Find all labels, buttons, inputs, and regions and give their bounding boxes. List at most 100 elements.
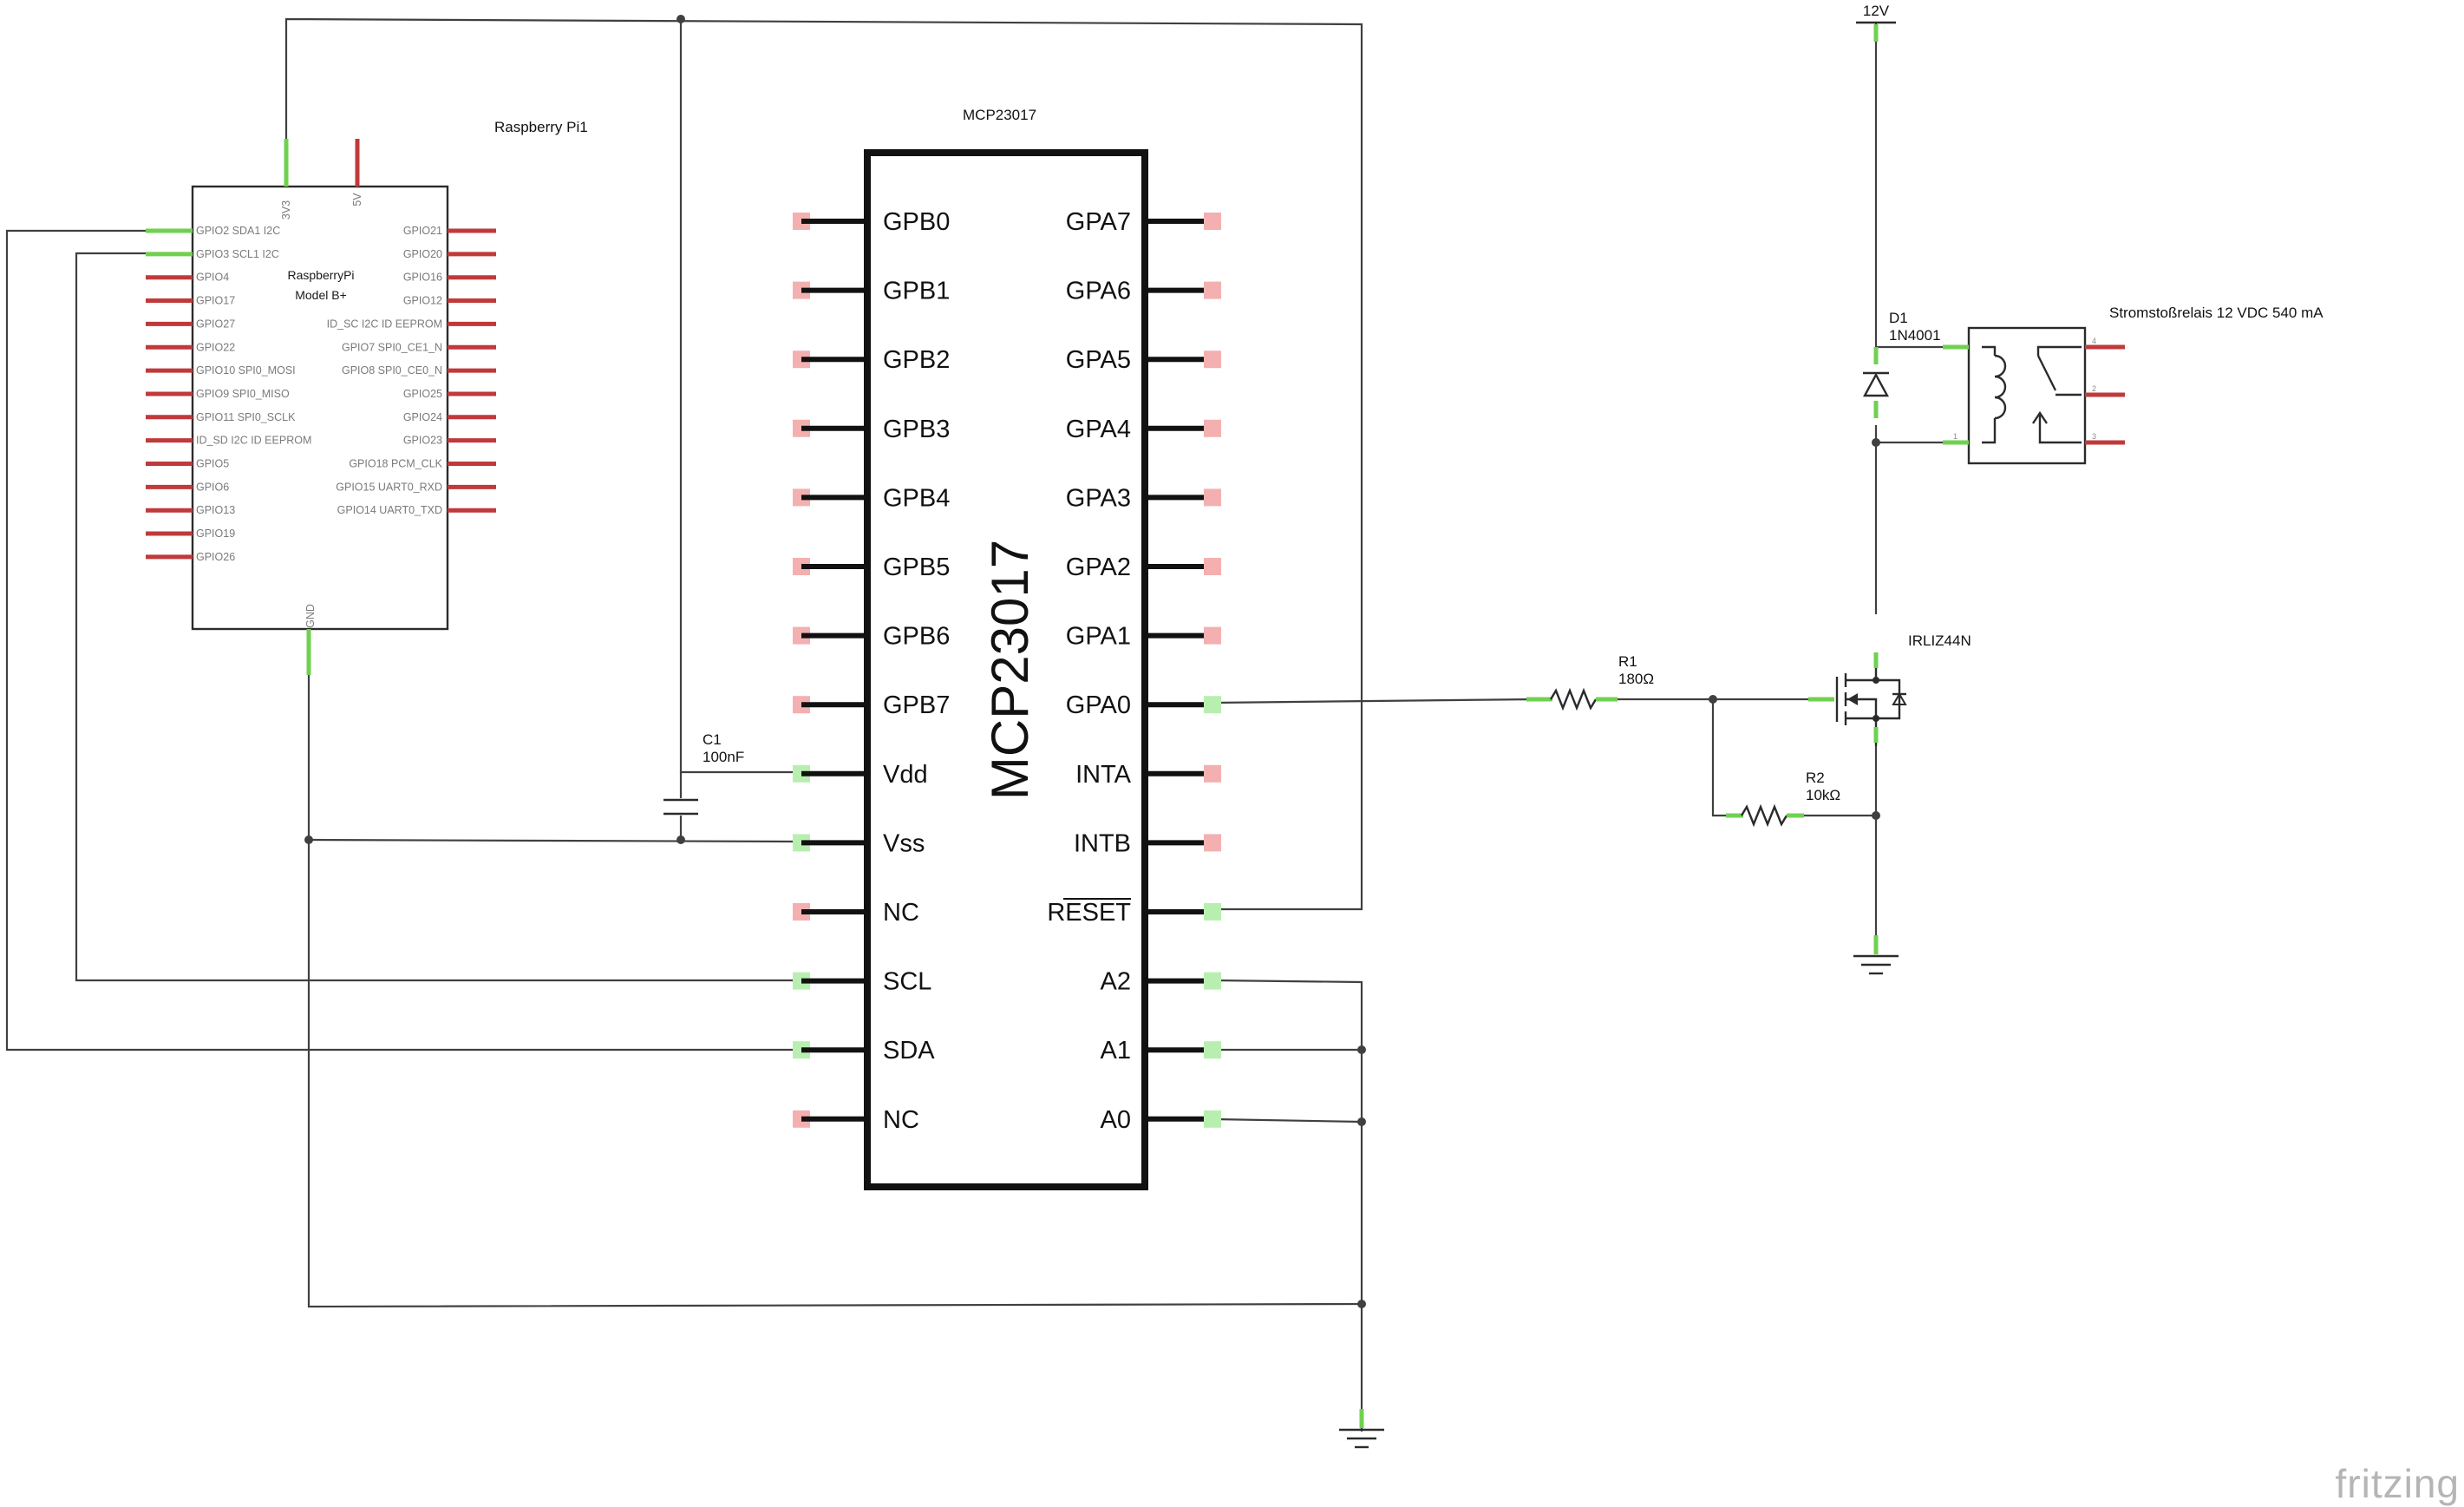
raspberry-pi[interactable]: Raspberry Pi1 RaspberryPi Model B+ 3V3 5… bbox=[146, 119, 588, 675]
mcp-right-pin-end-11[interactable] bbox=[1204, 972, 1221, 990]
wire-3v3-rail[interactable] bbox=[284, 17, 1363, 911]
mcp-right-pin-end-9[interactable] bbox=[1204, 834, 1221, 852]
supply-12v[interactable]: 12V bbox=[1856, 3, 1896, 42]
mcp-right-pin-end-6[interactable] bbox=[1204, 626, 1221, 645]
wire-gpa0[interactable] bbox=[1213, 698, 1536, 704]
pi-right-pin-label: GPIO14 UART0_TXD bbox=[337, 504, 442, 516]
mcp-right-pin-label: A0 bbox=[1101, 1106, 1131, 1134]
pi-left-pin-label: GPIO9 SPI0_MISO bbox=[196, 388, 290, 400]
pi-right-pin-label: GPIO18 PCM_CLK bbox=[349, 458, 442, 470]
wire-gnd-vss[interactable] bbox=[307, 672, 1363, 1308]
pi-left-pin-label: GPIO13 bbox=[196, 504, 235, 516]
mosfet-irliz44n[interactable]: IRLIZ44N bbox=[1808, 632, 1971, 746]
wire-a0[interactable] bbox=[1213, 1117, 1363, 1124]
mcp-right-pin-end-10[interactable] bbox=[1204, 903, 1221, 921]
r1-value: 180Ω bbox=[1618, 671, 1654, 687]
pi-right-pin-label: GPIO21 bbox=[403, 225, 442, 237]
mcp-right-pin-end-12[interactable] bbox=[1204, 1041, 1221, 1059]
capacitor-c1[interactable]: C1 100nF bbox=[663, 731, 744, 816]
raspberry-pi-title-line2: Model B+ bbox=[295, 288, 347, 302]
mcp-right-pin-end-5[interactable] bbox=[1204, 558, 1221, 575]
c1-value: 100nF bbox=[703, 749, 744, 765]
mcp23017-right-pins: GPA7GPA6GPA5GPA4GPA3GPA2GPA1GPA0INTAINTB… bbox=[1047, 208, 1221, 1134]
d1-name: D1 bbox=[1889, 310, 1908, 326]
fritzing-watermark: fritzing bbox=[2336, 1461, 2460, 1506]
raspberry-pi-title-line1: RaspberryPi bbox=[287, 268, 354, 282]
mcp-left-pin-label: SCL bbox=[883, 968, 931, 996]
ground-symbol-main[interactable] bbox=[1339, 1409, 1384, 1449]
mcp-right-pin-end-7[interactable] bbox=[1204, 696, 1221, 714]
mcp23017[interactable]: MCP23017 MCP23017 GPB0GPB1GPB2GPB3GPB4GP… bbox=[793, 107, 1221, 1190]
wire-r2-left[interactable] bbox=[1711, 699, 1730, 817]
resistor-r2[interactable]: R2 10kΩ bbox=[1726, 770, 1840, 828]
raspberry-pi-part-label: Raspberry Pi1 bbox=[494, 119, 588, 135]
mcp-right-pin-label: INTB bbox=[1074, 829, 1131, 857]
mcp-left-pin-label: GPB2 bbox=[883, 346, 950, 374]
pi-right-pin-label: GPIO24 bbox=[403, 411, 442, 423]
pi-right-pin-label: ID_SC I2C ID EEPROM bbox=[327, 318, 442, 330]
junctions bbox=[304, 15, 1880, 1308]
mcp-right-pin-end-3[interactable] bbox=[1204, 419, 1221, 437]
pi-left-pin-label: GPIO26 bbox=[196, 551, 235, 563]
diode-d1[interactable]: D1 1N4001 bbox=[1862, 310, 1941, 418]
mcp-right-pin-end-8[interactable] bbox=[1204, 764, 1221, 783]
pi-left-pin-label: GPIO6 bbox=[196, 481, 229, 493]
mcp23017-part-label: MCP23017 bbox=[963, 107, 1036, 123]
ground-symbol-mosfet[interactable] bbox=[1853, 935, 1899, 975]
pi-left-pin-label: GPIO2 SDA1 I2C bbox=[196, 225, 280, 237]
pin-gnd-label: GND bbox=[304, 604, 317, 628]
pi-left-pin-label: GPIO22 bbox=[196, 341, 235, 353]
mcp23017-body-label: MCP23017 bbox=[981, 540, 1039, 800]
pi-left-pin-label: GPIO10 SPI0_MOSI bbox=[196, 364, 296, 377]
relay-name: Stromstoßrelais 12 VDC 540 mA bbox=[2109, 305, 2323, 321]
relay[interactable]: Stromstoßrelais 12 VDC 540 mA 4 2 1 3 bbox=[1943, 305, 2323, 465]
wire-sda[interactable] bbox=[5, 229, 798, 1052]
d1-value: 1N4001 bbox=[1889, 327, 1941, 344]
mcp-right-pin-label: GPA3 bbox=[1066, 484, 1131, 512]
mcp-right-pin-label: GPA2 bbox=[1066, 554, 1131, 581]
mcp-right-pin-label: GPA1 bbox=[1066, 623, 1131, 651]
mcp-right-pin-end-1[interactable] bbox=[1204, 281, 1221, 299]
pi-left-pin-label: GPIO3 SCL1 I2C bbox=[196, 248, 279, 260]
mcp-right-pin-end-4[interactable] bbox=[1204, 488, 1221, 507]
pi-right-pin-label: GPIO16 bbox=[403, 272, 442, 284]
mcp-right-pin-label: GPA6 bbox=[1066, 278, 1131, 305]
mcp-left-pin-label: GPB1 bbox=[883, 278, 950, 305]
pi-left-pin-label: GPIO27 bbox=[196, 318, 235, 330]
mcp-left-pin-label: GPB6 bbox=[883, 623, 950, 651]
mcp-right-pin-label: RESET bbox=[1047, 899, 1131, 927]
wire-scl[interactable] bbox=[75, 252, 798, 982]
mcp-left-pin-label: GPB3 bbox=[883, 416, 950, 443]
r2-value: 10kΩ bbox=[1806, 787, 1840, 803]
wire-vss[interactable] bbox=[308, 838, 799, 843]
mcp-right-pin-label: GPA5 bbox=[1066, 346, 1131, 374]
pi-left-pin-label: GPIO17 bbox=[196, 295, 235, 307]
resistor-r1[interactable]: R1 180Ω bbox=[1526, 653, 1654, 711]
relay-pin-3: 3 bbox=[2092, 432, 2096, 441]
wire-vdd[interactable] bbox=[679, 19, 798, 774]
mcp23017-left-pins: GPB0GPB1GPB2GPB3GPB4GPB5GPB6GPB7VddVssNC… bbox=[793, 208, 950, 1134]
mcp-right-pin-end-13[interactable] bbox=[1204, 1110, 1221, 1128]
pi-left-pin-label: ID_SD I2C ID EEPROM bbox=[196, 435, 311, 447]
pin-5v-label: 5V bbox=[351, 193, 363, 206]
r1-name: R1 bbox=[1618, 653, 1637, 670]
pi-left-pin-label: GPIO11 SPI0_SCLK bbox=[196, 411, 296, 423]
mosfet-name: IRLIZ44N bbox=[1908, 632, 1971, 649]
mcp-right-pin-label: A2 bbox=[1101, 968, 1131, 996]
pi-right-pin-label: GPIO12 bbox=[403, 295, 442, 307]
mcp-right-pin-label: GPA7 bbox=[1066, 208, 1131, 236]
mcp-right-pin-end-0[interactable] bbox=[1204, 213, 1221, 230]
pi-left-pin-label: GPIO4 bbox=[196, 272, 229, 284]
mcp-left-pin-label: GPB0 bbox=[883, 208, 950, 236]
mcp-right-pin-label: GPA0 bbox=[1066, 691, 1131, 719]
mcp-left-pin-label: GPB7 bbox=[883, 691, 950, 719]
mcp-right-pin-label: INTA bbox=[1075, 761, 1132, 789]
pi-left-pin-label: GPIO5 bbox=[196, 458, 229, 470]
mcp-right-pin-end-2[interactable] bbox=[1204, 351, 1221, 369]
mcp-left-pin-label: GPB4 bbox=[883, 484, 950, 512]
pi-right-pin-label: GPIO7 SPI0_CE1_N bbox=[342, 341, 442, 353]
wire-a2[interactable] bbox=[1213, 979, 1363, 1432]
pi-right-pin-label: GPIO8 SPI0_CE0_N bbox=[342, 364, 442, 377]
